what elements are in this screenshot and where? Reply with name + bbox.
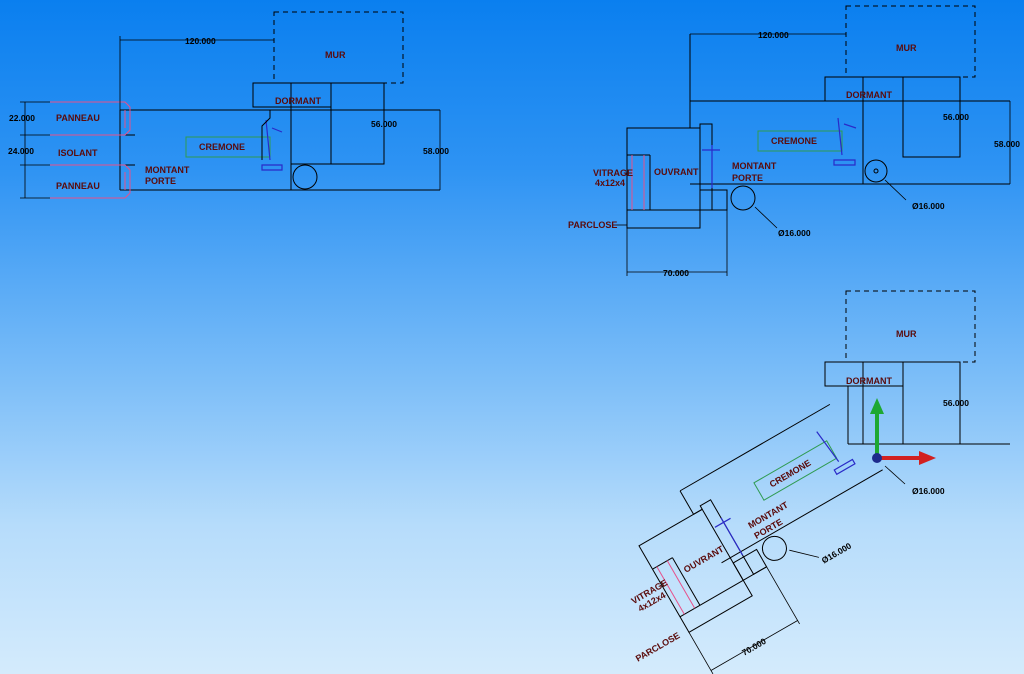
label-montant-2: MONTANT	[732, 161, 777, 171]
wall-outline	[273, 11, 404, 84]
label-montant: MONTANT	[145, 165, 190, 175]
label-mur-3: MUR	[896, 329, 917, 339]
dim-70-2: 70.000	[663, 268, 689, 278]
label-parclose-3: PARCLOSE	[634, 630, 682, 663]
hinge-circle	[292, 164, 318, 190]
dim-58: 58.000	[423, 146, 449, 156]
panneau-top-outline	[50, 101, 131, 136]
dim-56: 56.000	[371, 119, 397, 129]
dim-dia16-d: Ø16.000	[912, 486, 945, 496]
label-vitrage-2: VITRAGE	[593, 168, 633, 178]
dim-56-2: 56.000	[943, 112, 969, 122]
view-1-door-section: MUR DORMANT CREMONE PANNEAU ISOLANT PANN…	[8, 11, 449, 199]
label-mur: MUR	[325, 50, 346, 60]
label-ouvrant-2: OUVRANT	[654, 167, 699, 177]
dim-dia16-a: Ø16.000	[778, 228, 811, 238]
dim-22: 22.000	[9, 113, 35, 123]
dim-58-2: 58.000	[994, 139, 1020, 149]
dim-56-3: 56.000	[943, 398, 969, 408]
dim-70-3: 70.000	[740, 636, 768, 658]
dim-120: 120.000	[185, 36, 216, 46]
label-mur-2: MUR	[896, 43, 917, 53]
label-cremone: CREMONE	[199, 142, 245, 152]
label-panneau-top: PANNEAU	[56, 113, 100, 123]
dim-dia16-c: Ø16.000	[820, 540, 853, 565]
gizmo-x-arrow-icon[interactable]	[919, 451, 936, 465]
view-2-window-section: MUR DORMANT CREMONE MONTANT PORTE OUVRAN…	[568, 5, 1020, 278]
dim-24: 24.000	[8, 146, 34, 156]
label-porte-2: PORTE	[732, 173, 763, 183]
dim-dia16-b: Ø16.000	[912, 201, 945, 211]
gizmo-center[interactable]	[872, 453, 882, 463]
label-dormant-2: DORMANT	[846, 90, 892, 100]
label-dormant-3: DORMANT	[846, 376, 892, 386]
label-dormant: DORMANT	[275, 96, 321, 106]
transform-gizmo[interactable]	[870, 398, 936, 465]
dim-120-2: 120.000	[758, 30, 789, 40]
label-parclose-2: PARCLOSE	[568, 220, 617, 230]
label-cremone-2: CREMONE	[771, 136, 817, 146]
label-ouvrant-3: OUVRANT	[682, 544, 726, 575]
label-vitrage-dim-2: 4x12x4	[595, 178, 625, 188]
hardware-blue	[261, 119, 283, 171]
cremone-outline	[185, 136, 271, 158]
label-panneau-bottom: PANNEAU	[56, 181, 100, 191]
view-3-rotated-section: CREMONE MONTANT PORTE OUVRANT VITRAGE 4x…	[630, 290, 1010, 674]
gizmo-y-arrow-icon[interactable]	[870, 398, 884, 414]
wall-outline-2	[845, 5, 976, 78]
panneau-bottom-outline	[50, 164, 131, 199]
label-isolant: ISOLANT	[58, 148, 98, 158]
label-porte: PORTE	[145, 176, 176, 186]
